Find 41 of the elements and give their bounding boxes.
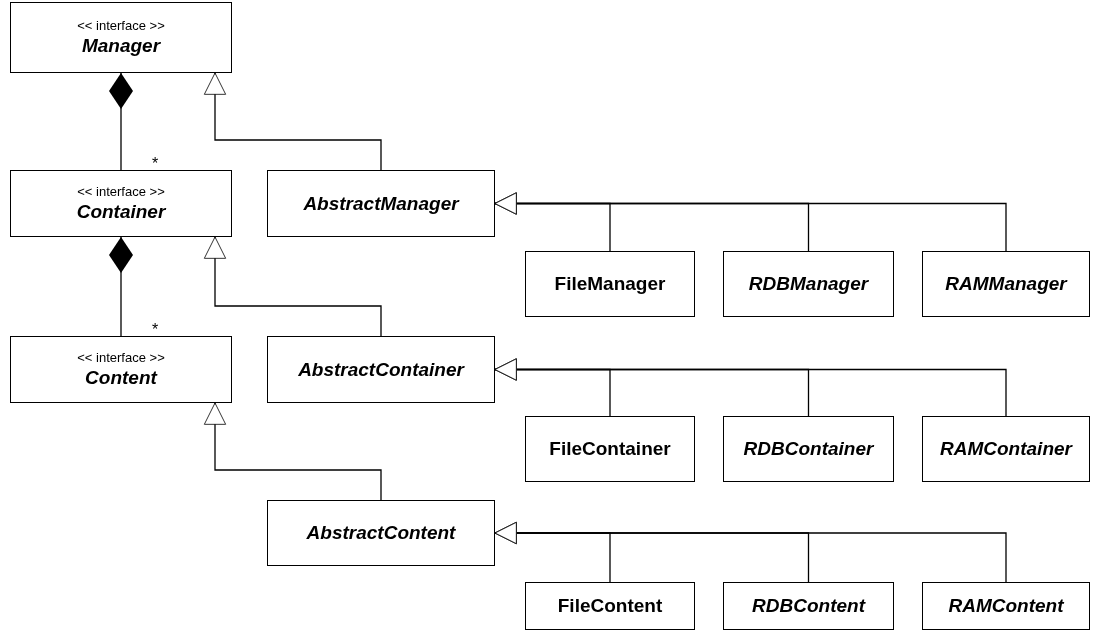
class-box — [922, 582, 1090, 630]
class-box — [525, 251, 695, 317]
generalization-arrow — [494, 358, 1007, 417]
class-box — [723, 582, 894, 630]
class-box — [267, 170, 495, 237]
class-name: RDBContainer — [743, 437, 874, 461]
class-name: RAMManager — [945, 272, 1067, 296]
stereotype-label: << interface >> — [77, 183, 165, 200]
class-name: Container — [76, 199, 166, 224]
generalization-arrow — [203, 402, 382, 501]
generalization-arrow — [203, 72, 382, 171]
class-box — [267, 336, 495, 403]
class-box — [267, 500, 495, 566]
class-box — [525, 582, 695, 630]
class-name: RDBContent — [752, 594, 865, 618]
composition-line — [109, 236, 133, 337]
class-name: AbstractContainer — [298, 357, 464, 382]
generalization-arrow — [494, 521, 1007, 583]
class-box — [525, 416, 695, 482]
class-name: RDBManager — [748, 272, 869, 296]
generalization-arrow — [494, 192, 1007, 252]
stereotype-label: << interface >> — [77, 349, 165, 366]
class-name: RAMContainer — [940, 437, 1072, 461]
class-box — [10, 170, 232, 237]
class-name: Content — [85, 365, 157, 390]
generalization-arrow — [203, 236, 382, 337]
class-box — [723, 251, 894, 317]
class-name: AbstractContent — [306, 521, 456, 545]
class-name: Manager — [81, 33, 161, 58]
class-box — [922, 251, 1090, 317]
class-name: FileContainer — [549, 437, 671, 461]
stereotype-label: << interface >> — [77, 17, 165, 34]
class-name: RAMContent — [948, 594, 1064, 618]
class-box — [723, 416, 894, 482]
class-box — [10, 2, 232, 73]
composition-line — [109, 72, 133, 171]
class-name: FileManager — [554, 272, 666, 296]
class-name: AbstractManager — [303, 191, 459, 216]
class-box — [10, 336, 232, 403]
class-box — [922, 416, 1090, 482]
class-name: FileContent — [557, 594, 663, 618]
